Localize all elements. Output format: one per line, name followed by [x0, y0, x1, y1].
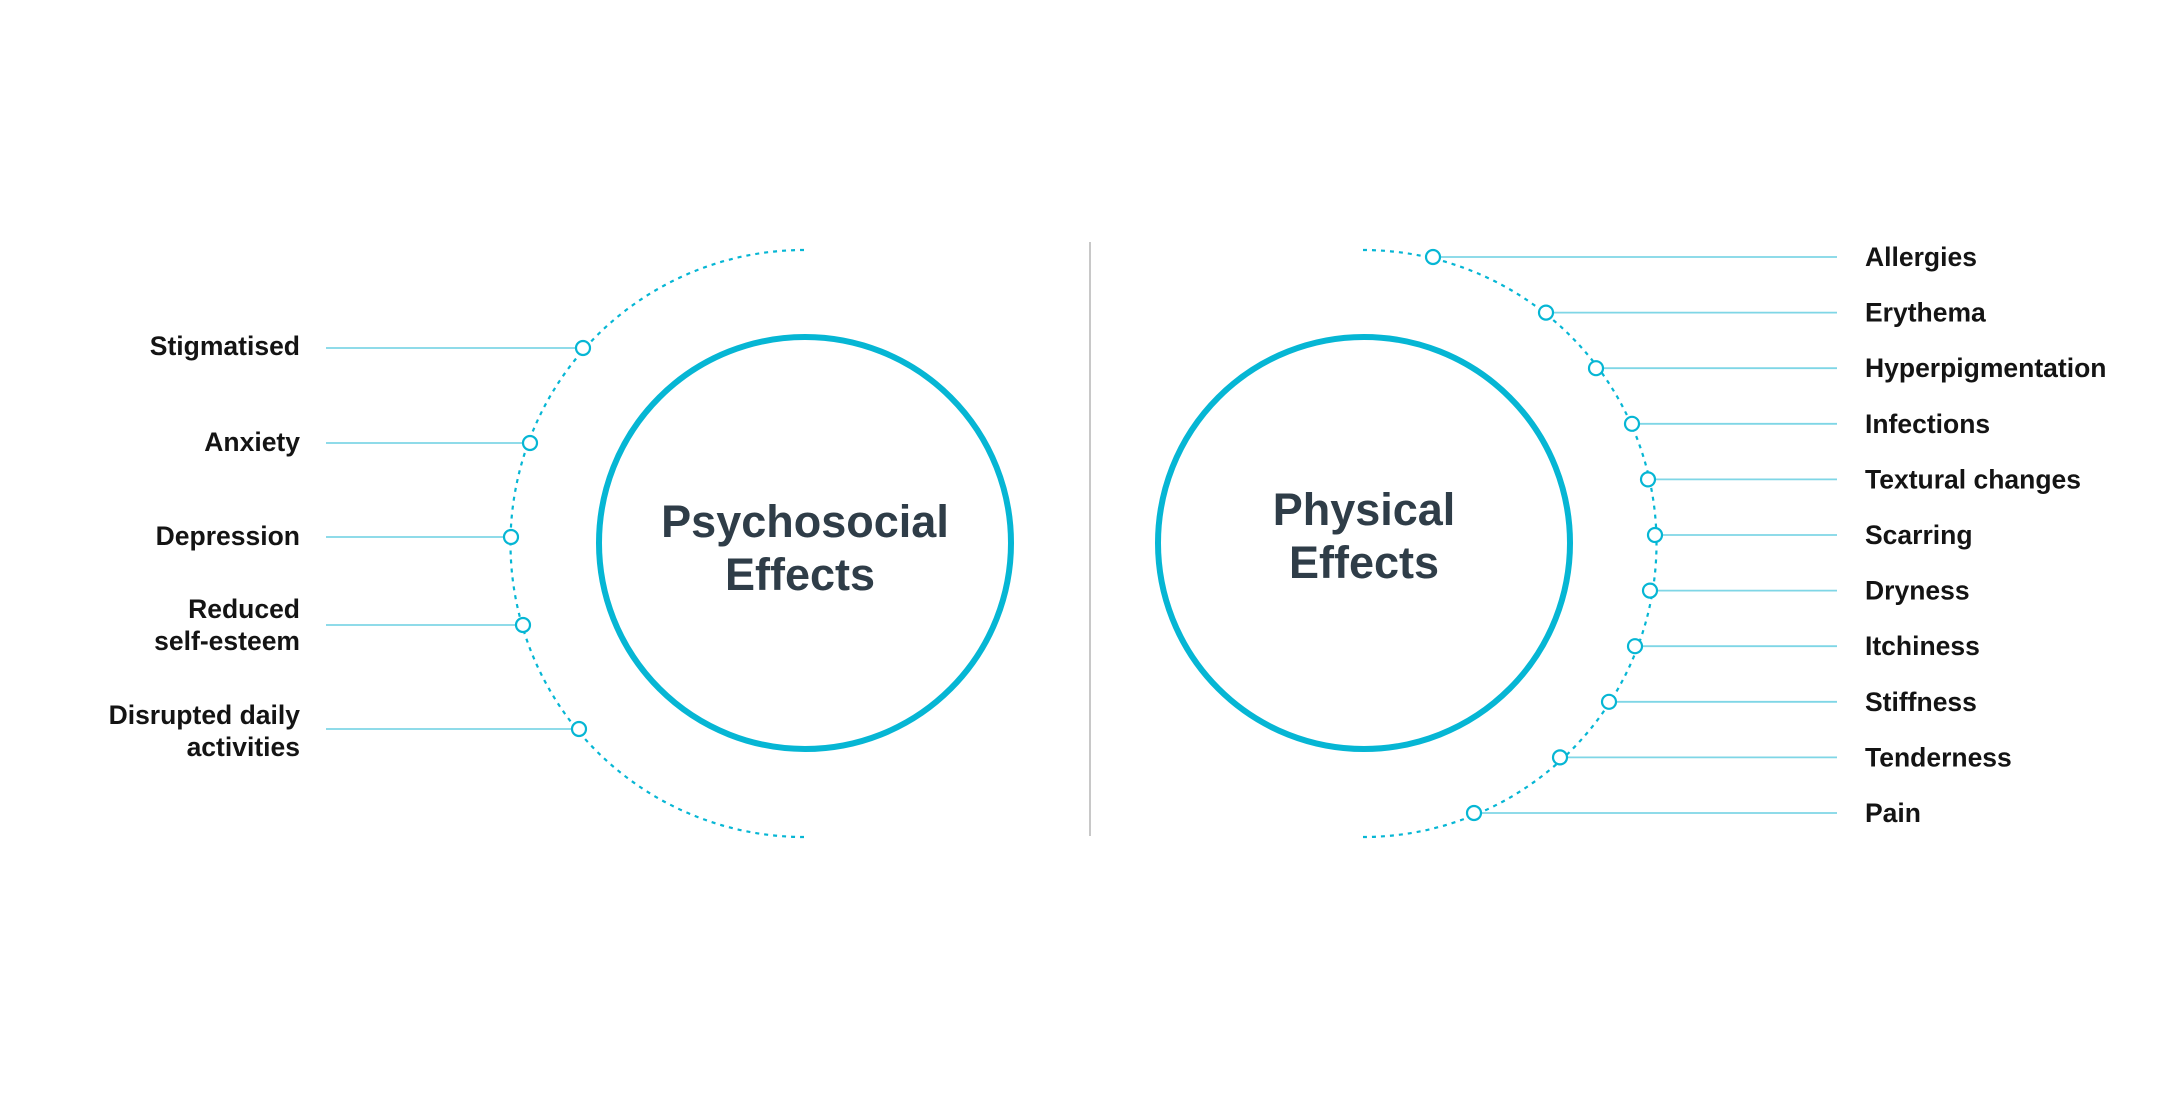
physical-items: AllergiesErythemaHyperpigmentationInfect…: [1424, 242, 2106, 828]
physical-connector-node: [1587, 360, 1605, 377]
physical-item-label: Textural changes: [1865, 464, 2081, 494]
psychosocial-item-label: Depression: [156, 521, 300, 551]
physical-item: Stiffness: [1600, 687, 1977, 717]
psychosocial-item-label: activities: [187, 732, 300, 762]
physical-connector-node: [1537, 304, 1555, 321]
physical-item: Textural changes: [1639, 464, 2081, 494]
physical-connector-node: [1639, 471, 1657, 488]
physical-connector-node: [1465, 804, 1483, 822]
physical-dotted-arc: [1362, 248, 1658, 839]
psychosocial-group: Psychosocial Effects StigmatisedAnxietyD…: [109, 248, 1014, 839]
physical-connector-node: [1641, 582, 1659, 599]
psychosocial-items: StigmatisedAnxietyDepressionReducedself-…: [109, 331, 592, 762]
physical-item: Infections: [1623, 409, 1990, 439]
physical-item-label: Pain: [1865, 798, 1921, 828]
physical-connector-node: [1626, 638, 1644, 655]
psychosocial-connector-node: [570, 720, 588, 738]
psychosocial-circle: [596, 334, 1014, 752]
psychosocial-item-label: Disrupted daily: [109, 700, 301, 730]
psychosocial-item: Stigmatised: [150, 331, 592, 361]
physical-item: Scarring: [1646, 520, 1973, 550]
physical-item: Itchiness: [1626, 631, 1980, 661]
physical-item: Hyperpigmentation: [1587, 353, 2106, 383]
psychosocial-item: Anxiety: [204, 427, 539, 457]
physical-group: Physical Effects AllergiesErythemaHyperp…: [1155, 242, 2106, 839]
physical-item-label: Stiffness: [1865, 687, 1977, 717]
psychosocial-item-label: Reduced: [188, 594, 300, 624]
physical-item: Pain: [1465, 798, 1921, 828]
psychosocial-title-line2: Effects: [725, 549, 875, 600]
psychosocial-item-label: self-esteem: [154, 626, 300, 656]
physical-item-label: Dryness: [1865, 576, 1970, 606]
psychosocial-connector-node: [514, 616, 532, 634]
psychosocial-connector-node: [574, 339, 592, 357]
psychosocial-connector-node: [521, 434, 539, 452]
physical-circle: [1155, 334, 1573, 752]
psychosocial-item-label: Anxiety: [204, 427, 300, 457]
physical-connector-node: [1646, 526, 1664, 544]
physical-item: Erythema: [1537, 298, 1986, 328]
physical-connector-node: [1600, 693, 1618, 710]
physical-item-label: Infections: [1865, 409, 1990, 439]
physical-item-label: Itchiness: [1865, 631, 1980, 661]
physical-item-label: Tenderness: [1865, 742, 2012, 772]
physical-item-label: Scarring: [1865, 520, 1973, 550]
physical-item: Allergies: [1424, 242, 1977, 272]
physical-item: Tenderness: [1551, 742, 2012, 772]
psychosocial-connector-node: [502, 528, 520, 546]
physical-item-label: Hyperpigmentation: [1865, 353, 2106, 383]
physical-title-line1: Physical: [1273, 484, 1456, 535]
psychosocial-item: Depression: [156, 521, 520, 551]
psychosocial-item-label: Stigmatised: [150, 331, 300, 361]
psychosocial-title-line1: Psychosocial: [661, 496, 949, 547]
physical-title-line2: Effects: [1289, 537, 1439, 588]
physical-item-label: Erythema: [1865, 298, 1986, 328]
physical-connector-node: [1424, 248, 1442, 266]
physical-connector-node: [1623, 415, 1641, 432]
physical-connector-node: [1551, 749, 1569, 766]
physical-item: Dryness: [1641, 576, 1970, 606]
physical-item-label: Allergies: [1865, 242, 1977, 272]
